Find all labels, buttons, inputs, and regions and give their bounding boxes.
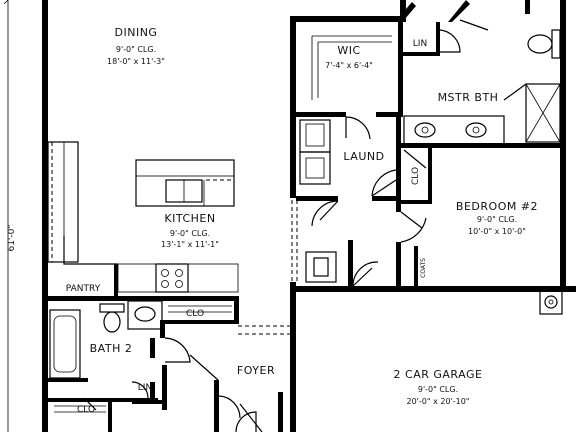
lin-bottom-label: LIN [138, 383, 152, 393]
wic-size: 7'-4" x 6'-4" [325, 61, 373, 70]
coats-label: COATS [420, 258, 427, 278]
overall-dimension-line [3, 0, 9, 432]
kitchen-size: 13'-1" x 11'-1" [161, 240, 219, 249]
pantry-label: PANTRY [66, 284, 101, 294]
wic-label: WIC [337, 44, 360, 57]
door-swings [83, 19, 489, 432]
toilet-fixture-master [527, 29, 561, 59]
bedroom2-label: BEDROOM #2 [456, 200, 538, 213]
bath2-label: BATH 2 [90, 342, 133, 355]
mstr-bth-label: MSTR BTH [438, 91, 499, 104]
kitchen-ceiling: 9'-0" CLG. [170, 229, 210, 238]
kitchen-counter [63, 236, 118, 265]
clo-bottom-label: CLO [77, 405, 95, 415]
refrigerator [47, 141, 79, 263]
vanity-fixture-master [403, 115, 505, 145]
wic-shelf [311, 35, 392, 100]
master-bath-divider [503, 83, 527, 101]
clo-mid-label: CLO [186, 309, 204, 319]
washer-dryer [299, 119, 331, 185]
closet-shelves [54, 305, 232, 413]
overall-dimension-label: 61'-0" [7, 224, 17, 251]
interior-walls-upper [296, 0, 560, 286]
shower-fixture-master [525, 83, 561, 143]
dining-label: DINING [115, 26, 158, 39]
toilet-bath2 [99, 303, 125, 333]
lin-top-label: LIN [413, 39, 427, 49]
water-heater [305, 251, 337, 283]
exterior-walls [42, 0, 576, 432]
garage-size: 20'-0" x 20'-10" [407, 397, 470, 406]
sink-bath2 [127, 300, 163, 330]
garage-label: 2 CAR GARAGE [394, 368, 483, 381]
foyer-label: FOYER [237, 364, 275, 377]
dashed-openings [51, 142, 298, 335]
bedroom2-ceiling: 9'-0" CLG. [477, 215, 517, 224]
kitchen-island-sink [135, 159, 235, 207]
dining-size: 18'-0" x 11'-3" [107, 57, 165, 66]
bathtub-bath2 [49, 309, 81, 379]
kitchen-range [155, 263, 189, 293]
garage-ceiling: 9'-0" CLG. [418, 385, 458, 394]
dining-ceiling: 9'-0" CLG. [116, 45, 156, 54]
laund-label: LAUND [343, 150, 384, 163]
clo-bedroom-label: CLO [411, 167, 421, 185]
furnace-fixture [539, 289, 563, 315]
bedroom2-size: 10'-0" x 10'-0" [468, 227, 526, 236]
kitchen-label: KITCHEN [164, 212, 215, 225]
interior-walls-left [48, 263, 283, 432]
